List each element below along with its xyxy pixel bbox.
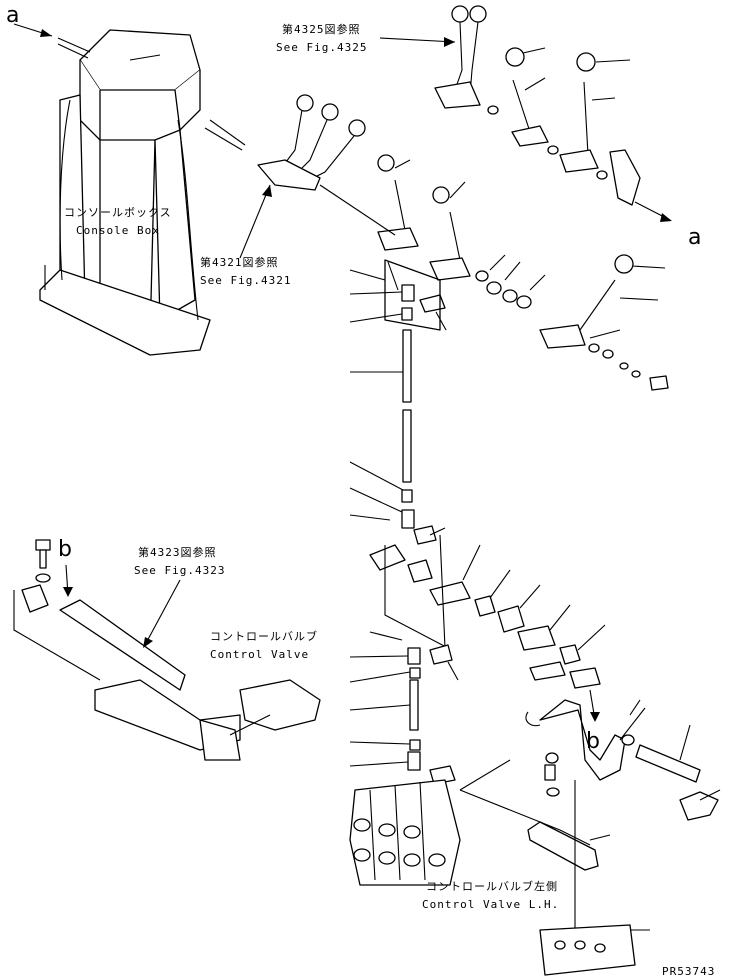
ref-a-left: a [6,3,19,28]
control-valve-label-en: Control Valve [210,648,309,661]
left-linkage-4323 [13,539,321,761]
ref-a-right: a [688,225,701,250]
fig4323-arrowhead [143,637,153,648]
right-levers-upper [505,47,641,206]
control-valve-label-jp: コントロールバルブ [210,629,318,643]
control-valve-lh-label-en: Control Valve L.H. [422,898,559,911]
control-valve-lh-drawing [349,779,461,886]
fig4325-arrowhead [444,37,455,47]
ref-a-left-arrowhead [40,29,52,37]
fig4325-leader [379,37,456,43]
lever-assembly-4321 [257,94,366,191]
right-bracket-shaft [459,689,721,976]
console-box-drawing [39,29,246,356]
fig4321-leader [239,184,271,259]
fig4323-leader [144,579,181,646]
rod-assembly [349,259,447,545]
lever-assembly-4325 [434,5,499,115]
fig4321-label-en: See Fig.4321 [200,274,291,287]
fig4325-label-jp: 第4325図参照 [282,22,361,36]
fig4321-label-jp: 第4321図参照 [200,255,279,269]
ref-b-left: b [58,537,72,562]
fig4323-label-jp: 第4323図参照 [138,545,217,559]
central-levers [319,154,669,391]
ref-b-left-arrowhead [63,587,73,597]
console-box-label-jp: コンソールボックス [64,206,172,219]
mid-linkage [369,534,606,689]
fig4323-label-en: See Fig.4323 [134,564,225,577]
control-valve-lh-label-jp: コントロールバルブ左側 [426,879,558,893]
drawing-number: PR53743 [662,965,715,978]
ref-a-right-arrowhead [660,213,672,222]
lower-rod [349,631,459,785]
fig4321-arrowhead [262,185,272,197]
console-box-label-en: Console Box [76,224,160,237]
fig4325-label-en: See Fig.4325 [276,41,367,54]
ref-b-right: b [586,729,600,754]
